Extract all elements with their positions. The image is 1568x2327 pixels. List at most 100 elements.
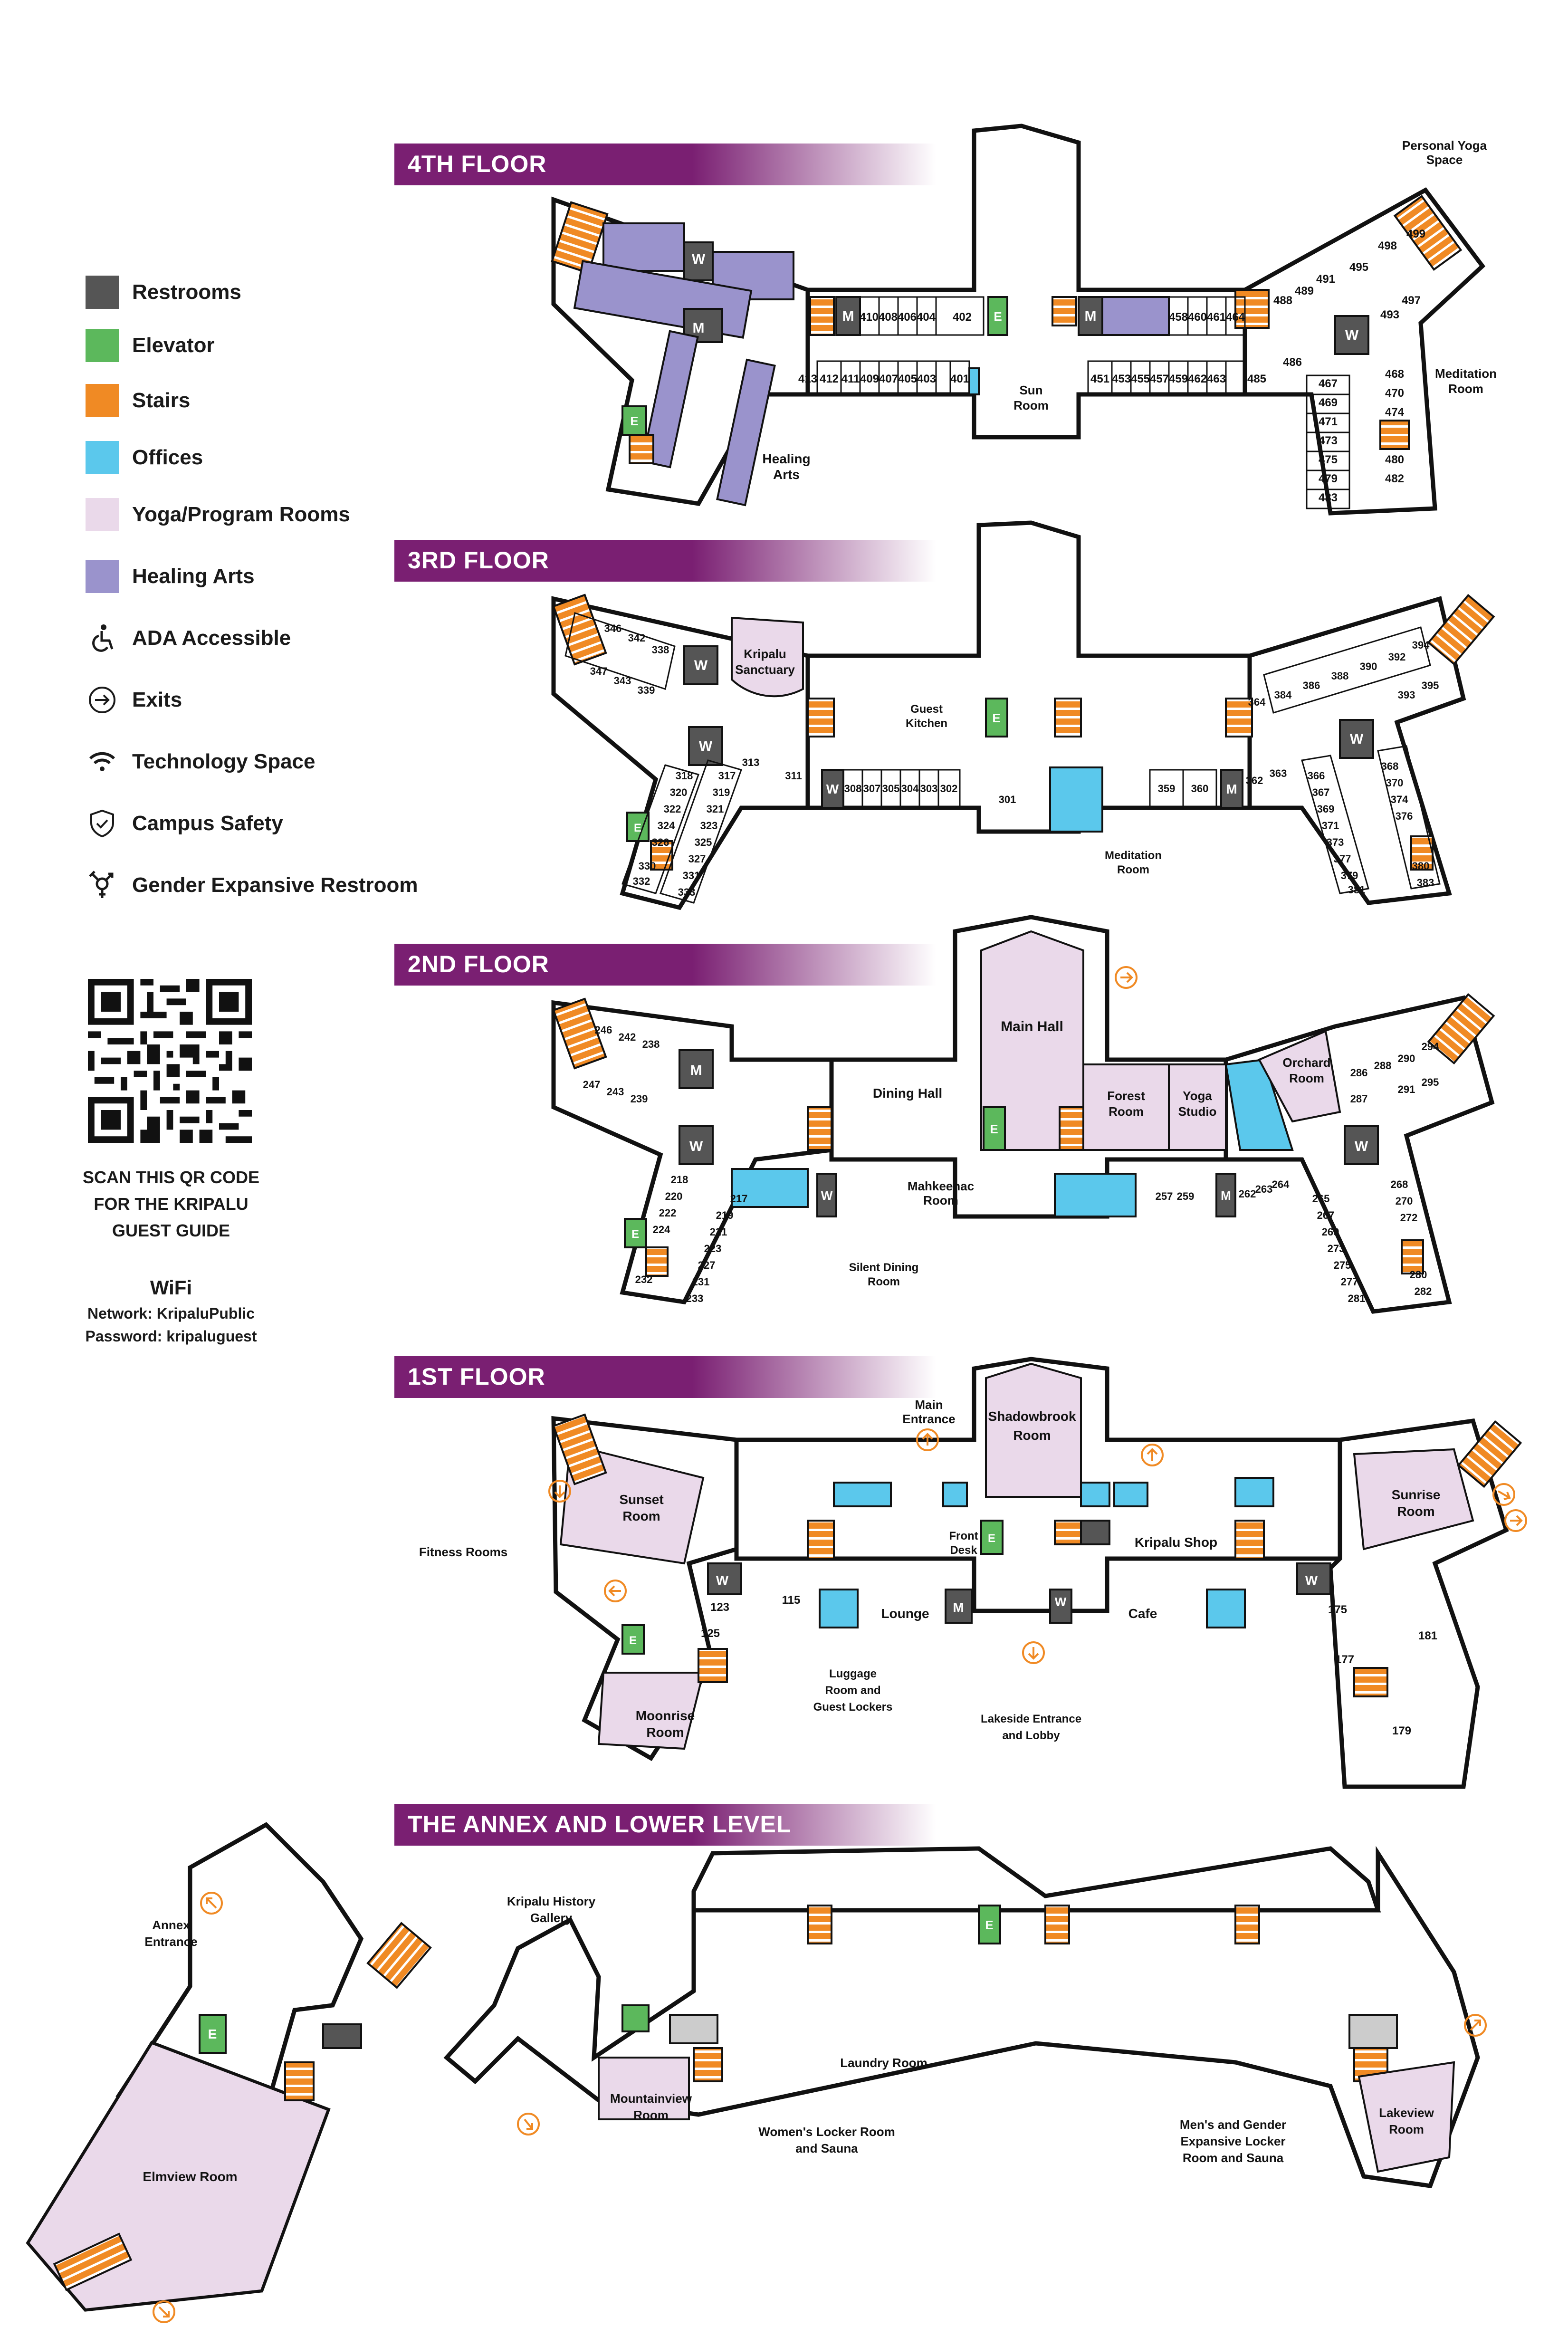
exit-arrow-icon — [916, 1428, 939, 1451]
room-number: 463 — [1207, 373, 1226, 385]
room-number: 311 — [785, 770, 802, 782]
mahkeenac-label: Room — [923, 1193, 958, 1207]
sunset-room-label: Sunset — [619, 1492, 663, 1507]
room-number: 499 — [1406, 228, 1425, 240]
legend-healing: Healing Arts — [86, 560, 255, 593]
mahkeenac-label: Mahkeenac — [908, 1179, 974, 1193]
floor-4-room-grid — [816, 296, 1350, 509]
legend-label: ADA Accessible — [132, 626, 291, 650]
legend-exits: Exits — [86, 683, 182, 717]
room-number: 319 — [713, 786, 730, 798]
restroom-w: W — [1305, 1573, 1318, 1588]
room-number: 233 — [686, 1293, 704, 1304]
room-number: 339 — [638, 684, 655, 696]
room-number: 123 — [710, 1601, 729, 1614]
elevator-e: E — [631, 1228, 639, 1241]
room-number: 373 — [1327, 836, 1344, 848]
room-number: 363 — [1270, 767, 1287, 779]
personal-yoga-label: Personal Yoga — [1402, 138, 1487, 153]
room-number: 227 — [698, 1259, 716, 1271]
womens-locker-label: and Sauna — [795, 2141, 858, 2155]
room-number: 322 — [664, 803, 681, 815]
restroom-w: W — [1350, 731, 1364, 747]
room-number: 380 — [1412, 860, 1430, 872]
floor-1-labels: W M W W E E Shadowbrook Room Main Entran… — [419, 1398, 1441, 1742]
luggage-label: Room and — [825, 1684, 880, 1697]
room-number: 246 — [595, 1024, 612, 1036]
exit-arrow-icon — [1464, 2014, 1487, 2037]
room-number: 239 — [631, 1093, 648, 1105]
legend-restrooms: Restrooms — [86, 276, 241, 309]
elevator-e: E — [994, 309, 1002, 324]
room-number: 294 — [1422, 1041, 1439, 1053]
room-number: 495 — [1349, 261, 1368, 274]
room-number: 115 — [782, 1594, 801, 1607]
floor-4-fills — [551, 195, 1463, 507]
wifi-info: WiFi Network: KripaluPublic Password: kr… — [52, 1274, 290, 1348]
restroom-m: M — [1221, 1188, 1231, 1203]
legend-label: Healing Arts — [132, 565, 255, 588]
forest-room-label: Forest — [1107, 1089, 1145, 1103]
room-number: 332 — [633, 875, 650, 887]
room-number: 270 — [1396, 1195, 1413, 1207]
room-number: 453 — [1112, 373, 1131, 385]
room-number: 308 — [844, 783, 862, 795]
room-number: 221 — [710, 1226, 727, 1238]
elmview-room-label: Elmview Room — [143, 2169, 237, 2184]
history-gallery-label: Gallery — [530, 1911, 573, 1925]
room-number: 302 — [940, 783, 958, 795]
qr-caption-line: SCAN THIS QR CODE — [82, 1168, 260, 1187]
exit-arrow-icon — [604, 1580, 627, 1602]
qr-code[interactable] — [88, 979, 252, 1143]
orchard-room-label: Orchard — [1282, 1055, 1330, 1070]
shield-icon — [86, 807, 119, 840]
room-number: 318 — [676, 770, 693, 782]
room-number: 231 — [692, 1276, 710, 1288]
guest-kitchen-label: Guest — [910, 703, 943, 716]
elevator-e: E — [208, 2027, 217, 2041]
room-number: 467 — [1319, 377, 1338, 390]
restroom-w: W — [692, 251, 706, 267]
wifi-title: WiFi — [150, 1276, 192, 1299]
mountainview-label: Room — [633, 2108, 669, 2122]
room-number: 273 — [1328, 1243, 1345, 1254]
room-number: 291 — [1398, 1083, 1415, 1095]
annex-entrance-label: Annex — [152, 1918, 190, 1932]
accessible-icon — [86, 622, 119, 655]
dining-hall-label: Dining Hall — [873, 1086, 942, 1101]
mens-locker-label: Expansive Locker — [1180, 2134, 1285, 2148]
room-number: 321 — [707, 803, 724, 815]
room-number: 480 — [1385, 453, 1404, 466]
elevator-e: E — [992, 711, 1000, 725]
front-desk-label: Desk — [950, 1544, 977, 1557]
room-number: 347 — [590, 665, 608, 677]
room-number: 485 — [1247, 373, 1266, 385]
restroom-w: W — [1355, 1139, 1368, 1154]
restroom-w: W — [689, 1139, 703, 1154]
stairs-swatch — [86, 384, 119, 417]
lakeview-label: Lakeview — [1379, 2106, 1434, 2120]
room-number: 371 — [1322, 820, 1339, 832]
room-number: 386 — [1303, 680, 1320, 691]
healing-swatch — [86, 560, 119, 593]
legend-label: Gender Expansive Restroom — [132, 873, 418, 897]
room-number: 243 — [607, 1086, 624, 1098]
legend-tech: Technology Space — [86, 745, 316, 778]
room-number: 330 — [639, 860, 656, 872]
room-number: 219 — [716, 1209, 734, 1221]
room-number: 326 — [652, 836, 669, 848]
room-number: 401 — [950, 373, 969, 385]
sun-room-label: Sun — [1019, 383, 1042, 397]
legend-label: Elevator — [132, 334, 215, 357]
room-number: 367 — [1312, 786, 1330, 798]
room-number: 451 — [1090, 373, 1109, 385]
room-number: 409 — [860, 373, 879, 385]
room-number: 392 — [1388, 651, 1406, 663]
legend-gender: Gender Expansive Restroom — [86, 869, 418, 902]
sanctuary-label: Kripalu — [744, 647, 786, 661]
elevator-e: E — [629, 1634, 637, 1647]
room-number: 288 — [1374, 1060, 1392, 1072]
meditation-room-label: Meditation — [1435, 366, 1497, 381]
yoga-swatch — [86, 498, 119, 531]
